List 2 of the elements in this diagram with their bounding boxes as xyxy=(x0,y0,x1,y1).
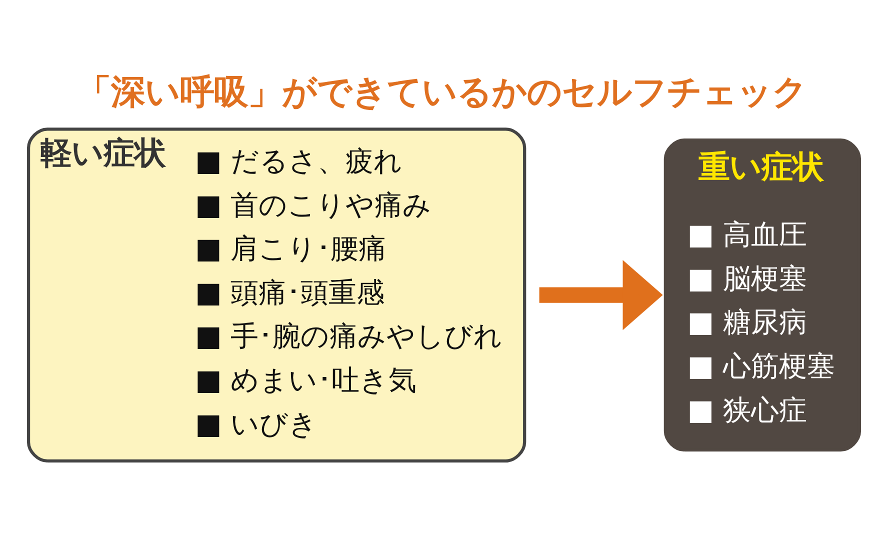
diagram-title: 「深い呼吸」ができているかのセルフチェック xyxy=(77,72,808,112)
arrow xyxy=(539,260,663,330)
